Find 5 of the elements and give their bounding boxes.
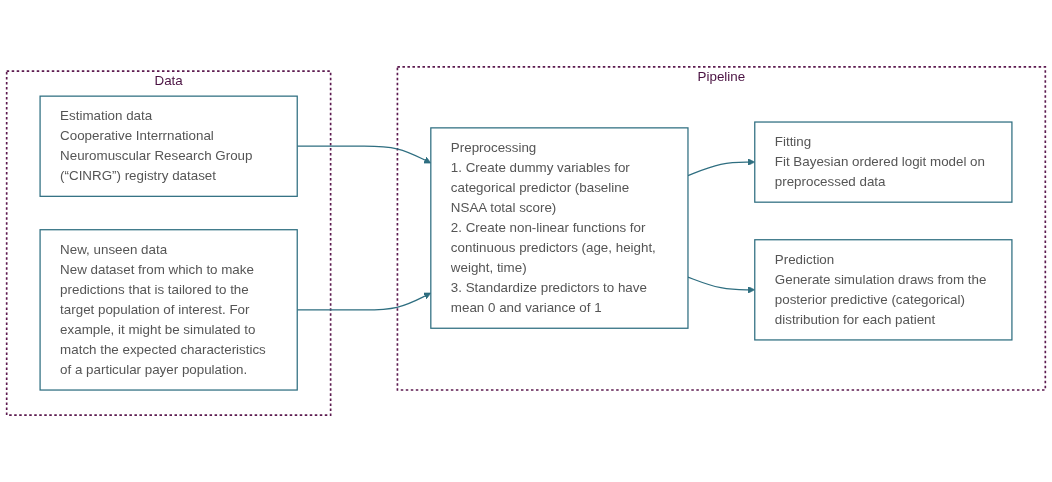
node-box: New, unseen data New dataset from which to make predictions that is tailored to the target population of interest. For example, it might be simulated to match the expected characteristics of a particular payer population. bbox=[39, 229, 298, 391]
node-box: Estimation data Cooperative Interrnational Neuromuscular Research Group (“CINRG”) registry dataset bbox=[39, 95, 298, 197]
node-box: Prediction Generate simulation draws from the posterior predictive (categorical) distribution for each patient bbox=[754, 239, 1013, 341]
node-box: Preprocessing 1. Create dummy variables for categorical predictor (baseline NSAA total score) 2. Create non-linear functions for continuous predictors (age, height, weight, time) 3. Standardize predictors to have mean 0 and variance of 1 bbox=[430, 127, 689, 329]
node-box: Fitting Fit Bayesian ordered logit model on preprocessed data bbox=[754, 121, 1013, 203]
